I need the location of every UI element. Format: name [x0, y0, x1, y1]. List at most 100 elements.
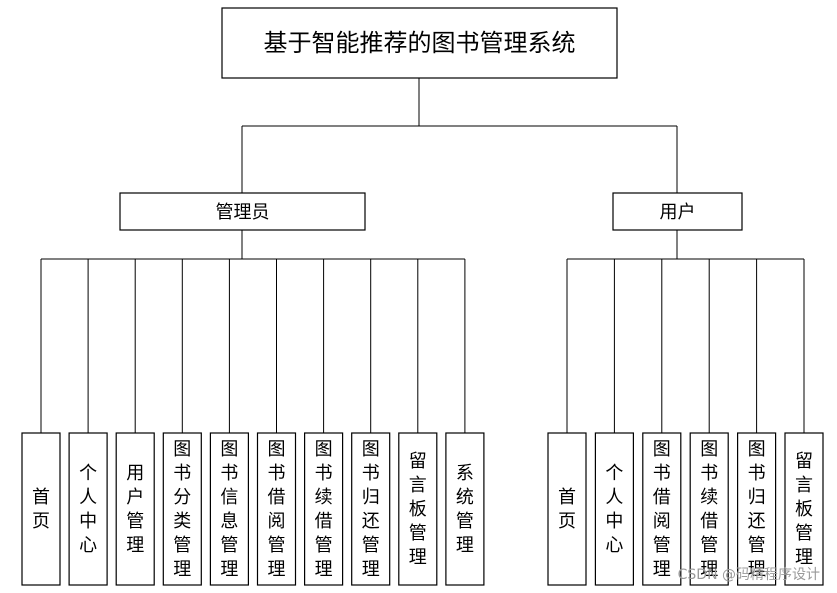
- leaf-label-char: 借: [315, 511, 333, 532]
- leaf-label-char: 心: [605, 535, 623, 556]
- leaf-label-char: 图: [700, 439, 718, 460]
- leaf-label-char: 理: [268, 559, 286, 580]
- leaf-label-char: 借: [268, 487, 286, 508]
- leaf-box: [547, 432, 587, 586]
- leaf-label-char: 书: [748, 463, 766, 484]
- leaf-label-char: 理: [362, 559, 380, 580]
- leaf-label-char: 理: [748, 559, 766, 580]
- leaf-label-char: 首: [558, 487, 576, 508]
- leaf-label-char: 理: [126, 535, 144, 556]
- leaf-label-char: 还: [748, 511, 766, 532]
- admin-box: [119, 192, 366, 231]
- leaf-label-char: 类: [173, 511, 191, 532]
- root-label: 基于智能推荐的图书管理系统: [264, 29, 576, 57]
- leaf-label-char: 续: [700, 487, 718, 508]
- leaf-label-char: 书: [362, 463, 380, 484]
- leaf-label-char: 图: [220, 439, 238, 460]
- leaf-label-char: 管: [653, 535, 671, 556]
- leaf-label-char: 管: [409, 523, 427, 544]
- leaf-box: [642, 432, 682, 586]
- leaf-box: [398, 432, 438, 586]
- leaf-label-char: 图: [268, 439, 286, 460]
- leaf-label-char: 管: [126, 511, 144, 532]
- leaf-label-char: 续: [315, 487, 333, 508]
- leaf-label-char: 息: [220, 511, 238, 532]
- leaf-label-char: 阅: [268, 511, 286, 532]
- leaf-label-char: 管: [456, 511, 474, 532]
- leaf-label-char: 板: [795, 499, 813, 520]
- leaf-label-char: 户: [126, 487, 144, 508]
- branch-node-user: 用户: [612, 192, 743, 231]
- leaf-box: [304, 432, 344, 586]
- leaf-label-char: 系: [456, 463, 474, 484]
- user-box: [612, 192, 743, 231]
- watermark: CSDN @码精程序设计: [678, 567, 820, 583]
- leaf-label-char: 理: [220, 559, 238, 580]
- leaf-box: [162, 432, 202, 586]
- branch-node-admin: 管理员: [119, 192, 366, 231]
- leaf-box: [594, 432, 635, 586]
- leaf-label-char: 页: [558, 511, 576, 532]
- leaf-label-char: 管: [315, 535, 333, 556]
- leaf-label-char: 管: [795, 523, 813, 544]
- leaf-label-char: 留: [409, 451, 427, 472]
- leaf-label-char: 阅: [653, 511, 671, 532]
- leaf-label-char: 管: [220, 535, 238, 556]
- leaf-label-char: 图: [653, 439, 671, 460]
- leaf-box: [209, 432, 249, 586]
- admin-leaf-node: 首页: [21, 432, 61, 586]
- leaf-label-char: 借: [653, 487, 671, 508]
- leaf-label-char: 分: [173, 487, 191, 508]
- leaf-label-char: 书: [700, 463, 718, 484]
- leaf-label-char: 中: [79, 511, 97, 532]
- leaf-label-char: 理: [409, 547, 427, 568]
- leaf-label-char: 理: [653, 559, 671, 580]
- diagram-nodes: 基于智能推荐的图书管理系统 管理员 用户: [119, 7, 743, 231]
- leaf-label-char: 管: [173, 535, 191, 556]
- leaf-label-char: 图: [748, 439, 766, 460]
- leaf-nodes: 首页个人中心用户管理图书分类管理图书信息管理图书借阅管理图书续借管理图书归还管理…: [21, 432, 824, 586]
- leaf-box: [784, 432, 824, 586]
- leaf-box: [68, 432, 108, 586]
- leaf-label-char: 书: [315, 463, 333, 484]
- leaf-label-char: 图: [173, 439, 191, 460]
- leaf-label-char: 图: [362, 439, 380, 460]
- leaf-label-char: 用: [126, 463, 144, 484]
- leaf-label-char: 理: [700, 559, 718, 580]
- leaf-label-char: 借: [700, 511, 718, 532]
- leaf-label-char: 首: [32, 487, 50, 508]
- leaf-box: [21, 432, 61, 586]
- leaf-box: [736, 432, 777, 586]
- leaf-label-char: 人: [605, 487, 623, 508]
- leaf-box: [445, 432, 485, 586]
- leaf-box: [689, 432, 729, 586]
- leaf-label-char: 板: [409, 499, 427, 520]
- leaf-label-char: 页: [32, 511, 50, 532]
- leaf-label-char: 归: [362, 487, 380, 508]
- leaf-box: [115, 432, 155, 586]
- leaf-box: [351, 432, 391, 586]
- leaf-label-char: 人: [79, 487, 97, 508]
- leaf-label-char: 管: [748, 535, 766, 556]
- leaf-label-char: 个: [79, 463, 97, 484]
- user-label: 用户: [660, 202, 696, 223]
- leaf-label-char: 中: [605, 511, 623, 532]
- leaf-label-char: 理: [315, 559, 333, 580]
- leaf-label-char: 言: [795, 475, 813, 496]
- leaf-label-char: 还: [362, 511, 380, 532]
